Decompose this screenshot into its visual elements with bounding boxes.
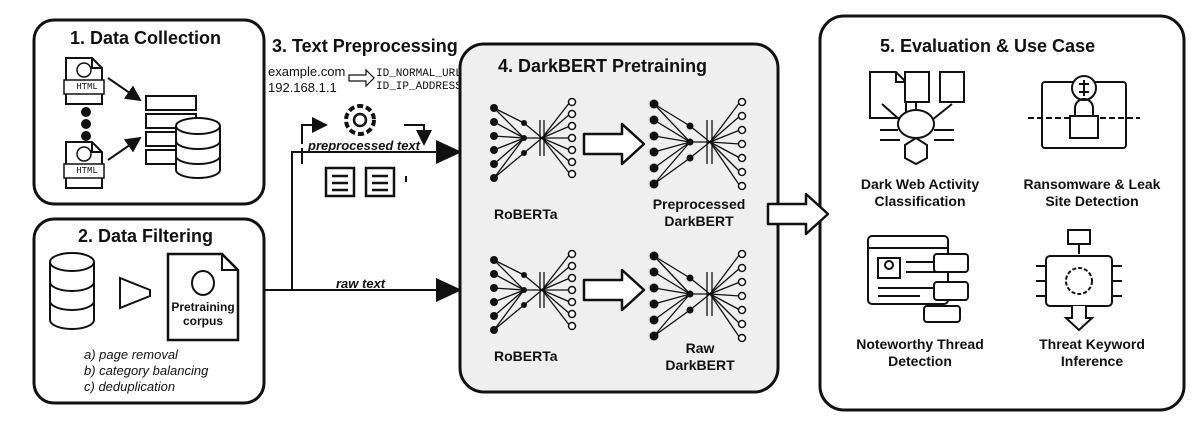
filter-step: a) page removal [84, 347, 178, 362]
pretraining-title: 4. DarkBERT Pretraining [498, 56, 708, 76]
use-case-label: Dark Web Activity Classification [860, 176, 980, 209]
roberta-label: RoBERTa [494, 348, 558, 364]
evaluation-title: 5. Evaluation & Use Case [880, 36, 1096, 56]
example-input: 192.168.1.1 [268, 80, 337, 95]
preprocessed-text-label: preprocessed text [308, 138, 420, 153]
pretraining-corpus-label: Pretraining corpus [171, 300, 235, 328]
html-document-icon [63, 141, 105, 189]
use-case-label: Threat Keyword Inference [1039, 336, 1145, 369]
filter-step: c) deduplication [84, 379, 176, 394]
arrow [107, 77, 142, 102]
pretraining-corpus-icon [166, 252, 240, 342]
html-label: HTML [76, 82, 98, 92]
use-case-label: Ransomware & Leak Site Detection [1023, 176, 1161, 209]
arrow [107, 136, 142, 161]
raw-text-label: raw text [336, 276, 386, 291]
use-case-label: Noteworthy Thread Detection [856, 336, 984, 369]
example-output: ID_IP_ADDRESS [376, 81, 462, 93]
preprocessed-darkbert-label: Preprocessed DarkBERT [652, 196, 746, 229]
raw-darkbert-label: Raw DarkBERT [665, 340, 735, 373]
classification-icon [869, 71, 965, 166]
data-filtering-title: 2. Data Filtering [78, 226, 214, 246]
document-icon [324, 166, 396, 198]
gear-icon [344, 104, 376, 136]
database-icon [49, 252, 95, 330]
html-label: HTML [76, 166, 98, 176]
server-database-icon [145, 95, 221, 179]
filter-step: b) category balancing [84, 363, 209, 378]
data-collection-title: 1. Data Collection [70, 28, 222, 48]
roberta-label: RoBERTa [494, 206, 558, 222]
text-preprocessing-title: 3. Text Preprocessing [272, 36, 458, 56]
html-document-icon [63, 57, 105, 105]
example-output: ID_NORMAL_URL [376, 68, 462, 80]
ellipsis-dots [81, 107, 91, 141]
ransomware-icon [1028, 75, 1140, 149]
example-input: example.com [268, 64, 346, 79]
thread-icon [867, 235, 969, 323]
filter-funnel-icon [119, 276, 151, 310]
keyword-chip-icon [1036, 229, 1122, 332]
